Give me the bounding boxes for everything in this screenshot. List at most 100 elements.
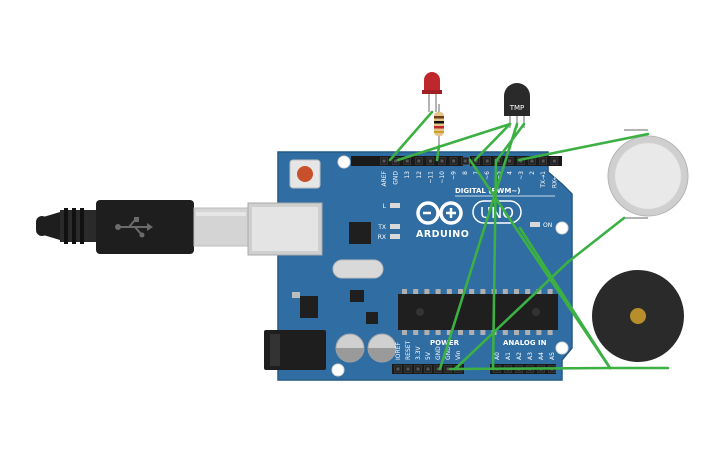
digital-pins-right[interactable]: [472, 157, 559, 165]
wire-pin10-resistor[interactable]: [435, 144, 441, 162]
pin-label: 7: [473, 171, 480, 175]
chip-leg: [446, 289, 452, 294]
chip-leg: [413, 330, 419, 335]
led-l: [390, 203, 400, 208]
pin-hole: [541, 159, 545, 163]
analog-in-label: ANALOG IN: [503, 339, 547, 347]
piezo-buzzer[interactable]: [592, 270, 684, 362]
led-dome: [424, 72, 440, 92]
capacitor: [335, 333, 365, 363]
power-label: POWER: [430, 339, 460, 347]
pin-hole: [452, 159, 456, 163]
pin-label: RESET: [405, 340, 412, 360]
pin-label: A1: [505, 352, 512, 360]
pin-label: 2: [529, 171, 536, 175]
wire-a0-pin6[interactable]: [491, 158, 498, 371]
wire-gas-buzzer[interactable]: [518, 226, 612, 370]
tmp-body: [504, 83, 530, 116]
pin-label: GND: [435, 346, 442, 360]
capacitor: [367, 333, 397, 363]
usb-ridge-3: [80, 208, 84, 244]
power-jack-ridge: [270, 334, 280, 366]
tmp-label: TMP: [509, 104, 525, 112]
chip-leg: [514, 330, 519, 335]
pin-label: ~10: [439, 171, 446, 184]
pin-hole: [405, 159, 409, 163]
voltage-regulator: [300, 296, 318, 318]
chip-leg: [435, 330, 441, 335]
red-led[interactable]: [422, 72, 442, 112]
chip-leg: [525, 330, 531, 335]
pin-label: ~5: [495, 171, 502, 180]
regulator-tab: [292, 292, 300, 298]
wire-pin7-tmp[interactable]: [473, 122, 512, 162]
chip-leg: [514, 289, 519, 294]
pin-hole: [474, 159, 478, 163]
pin-label: 5V: [425, 351, 432, 360]
pin-label: ~3: [518, 171, 525, 180]
pin-hole: [406, 367, 410, 371]
usb-ridge-1: [64, 208, 68, 244]
pin-label: A4: [538, 352, 545, 360]
arduino-uno-board[interactable]: L TX RX ON ARDUINO UNO DIGITAL (PWM~) PO…: [247, 151, 573, 381]
pin-hole: [416, 367, 420, 371]
pin-label: ~9: [451, 171, 458, 180]
wire-pin3-gas[interactable]: [517, 132, 650, 162]
led-l-label: L: [383, 203, 387, 210]
usb-port-face: [252, 207, 318, 251]
digital-header-right: [470, 156, 562, 166]
pin-label: A3: [527, 352, 534, 360]
chip-leg: [424, 330, 430, 335]
chip-leg: [402, 330, 407, 335]
wire-5v-tmp[interactable]: [438, 122, 519, 371]
pin-hole: [440, 159, 444, 163]
led-rim: [422, 90, 442, 94]
pin-label: 4: [507, 171, 514, 175]
pin-hole: [508, 159, 512, 163]
pin-label: ~6: [484, 171, 491, 180]
wire-gnd-led[interactable]: [388, 110, 434, 162]
wire-gnd-buzzer[interactable]: [448, 366, 670, 371]
mounting-hole: [337, 155, 351, 169]
chip-leg: [435, 289, 441, 294]
digital-header-label: DIGITAL (PWM~): [455, 187, 520, 195]
pin-hole: [446, 367, 450, 371]
pin-label: A0: [494, 352, 501, 360]
usb-cable[interactable]: [36, 200, 249, 254]
wires[interactable]: [388, 110, 670, 371]
led-on-label: ON: [543, 222, 552, 229]
pin-hole: [417, 159, 421, 163]
gas-sensor[interactable]: [607, 129, 689, 219]
chip-leg: [502, 289, 508, 294]
pin-label: 3.3V: [415, 345, 422, 360]
pin-label: Vin: [455, 350, 462, 360]
pin-label: IOREF: [395, 342, 402, 360]
arduino-infinity-logo: [416, 201, 463, 225]
digital-pins-left[interactable]: [380, 157, 470, 165]
chip-leg: [469, 330, 475, 335]
pin-hole: [519, 159, 523, 163]
small-ic-2: [366, 312, 378, 324]
chip-leg: [458, 330, 463, 335]
chip-leg: [536, 330, 542, 335]
small-ic: [350, 290, 364, 302]
wire-gnd-tmp[interactable]: [396, 122, 512, 162]
pin-hole: [426, 367, 430, 371]
pin-label: A5: [549, 352, 556, 360]
led-rx-label: RX: [378, 234, 386, 241]
pin-label: TX→1: [540, 171, 547, 189]
resistor-band: [434, 121, 444, 124]
pin-label: ~11: [427, 171, 434, 184]
pin-hole: [396, 367, 400, 371]
tmp36-temperature-sensor[interactable]: TMP: [504, 83, 530, 128]
pin-label: AREF: [381, 170, 388, 186]
mounting-hole: [555, 221, 569, 235]
chip-leg: [469, 289, 475, 294]
resistor[interactable]: [434, 104, 444, 146]
gas-sensor-mesh: [615, 143, 681, 209]
pin-label: GND: [393, 171, 400, 185]
